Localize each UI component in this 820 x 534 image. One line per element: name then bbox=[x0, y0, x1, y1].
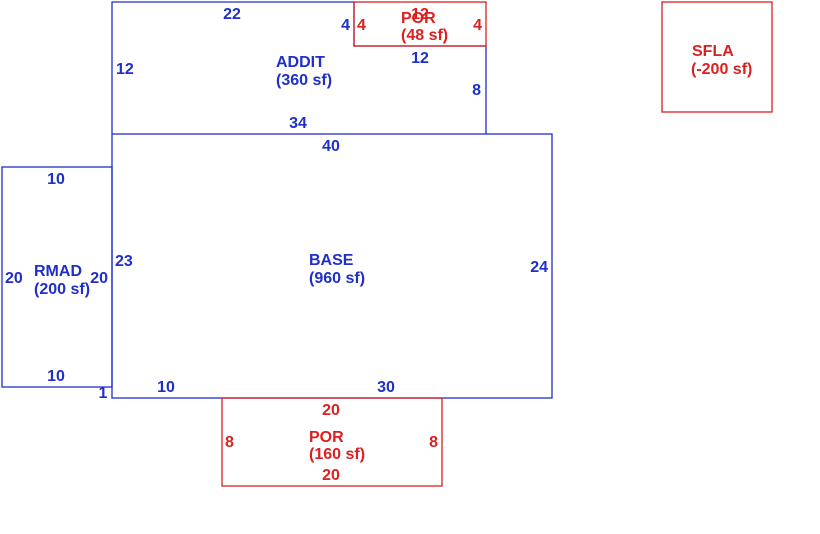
addit-dim-left: 12 bbox=[116, 61, 134, 78]
base-dim-top: 40 bbox=[322, 138, 340, 155]
sfla-outline bbox=[661, 1, 773, 113]
por-top-size: (48 sf) bbox=[401, 27, 448, 44]
por-bottom-size: (160 sf) bbox=[309, 446, 365, 463]
rmad-dim-top: 10 bbox=[47, 171, 65, 188]
rmad-dim-left: 20 bbox=[5, 270, 23, 287]
base-dim-left: 23 bbox=[115, 253, 133, 270]
addit-name: ADDIT bbox=[276, 54, 325, 71]
por-bottom-dim-right: 8 bbox=[429, 434, 438, 451]
por-top-dim-right: 4 bbox=[473, 17, 482, 34]
sfla-size: (-200 sf) bbox=[691, 61, 752, 78]
rmad-outline bbox=[1, 166, 113, 388]
por-top-dim-top: 12 bbox=[411, 6, 429, 23]
addit-dim-right: 8 bbox=[472, 82, 481, 99]
por-top-name: POR bbox=[401, 10, 436, 27]
rmad-name: RMAD bbox=[34, 263, 82, 280]
addit-dim-step-horizontal: 12 bbox=[411, 50, 429, 67]
por-bottom-dim-top: 20 bbox=[322, 402, 340, 419]
addit-dim-step-vertical: 4 bbox=[341, 17, 350, 34]
rmad-dim-bottom: 10 bbox=[47, 368, 65, 385]
base-dim-bottom-right: 30 bbox=[377, 379, 395, 396]
por-top-outline bbox=[353, 1, 487, 47]
base-name: BASE bbox=[309, 252, 354, 269]
addit-dim-bottom: 34 bbox=[289, 115, 307, 132]
base-dim-right: 24 bbox=[530, 259, 548, 276]
por-bottom-name: POR bbox=[309, 429, 344, 446]
addit-size: (360 sf) bbox=[276, 72, 332, 89]
por-bottom-dim-left: 8 bbox=[225, 434, 234, 451]
base-dim-corner: 1 bbox=[99, 385, 108, 402]
rmad-dim-right: 20 bbox=[90, 270, 108, 287]
base-size: (960 sf) bbox=[309, 270, 365, 287]
base-dim-bottom-left: 10 bbox=[157, 379, 175, 396]
por-top-dim-left: 4 bbox=[357, 17, 366, 34]
por-bottom-dim-bottom: 20 bbox=[322, 467, 340, 484]
sfla-name: SFLA bbox=[692, 43, 734, 60]
addit-dim-top: 22 bbox=[223, 6, 241, 23]
rmad-size: (200 sf) bbox=[34, 281, 90, 298]
por-bottom-outline bbox=[221, 397, 443, 487]
